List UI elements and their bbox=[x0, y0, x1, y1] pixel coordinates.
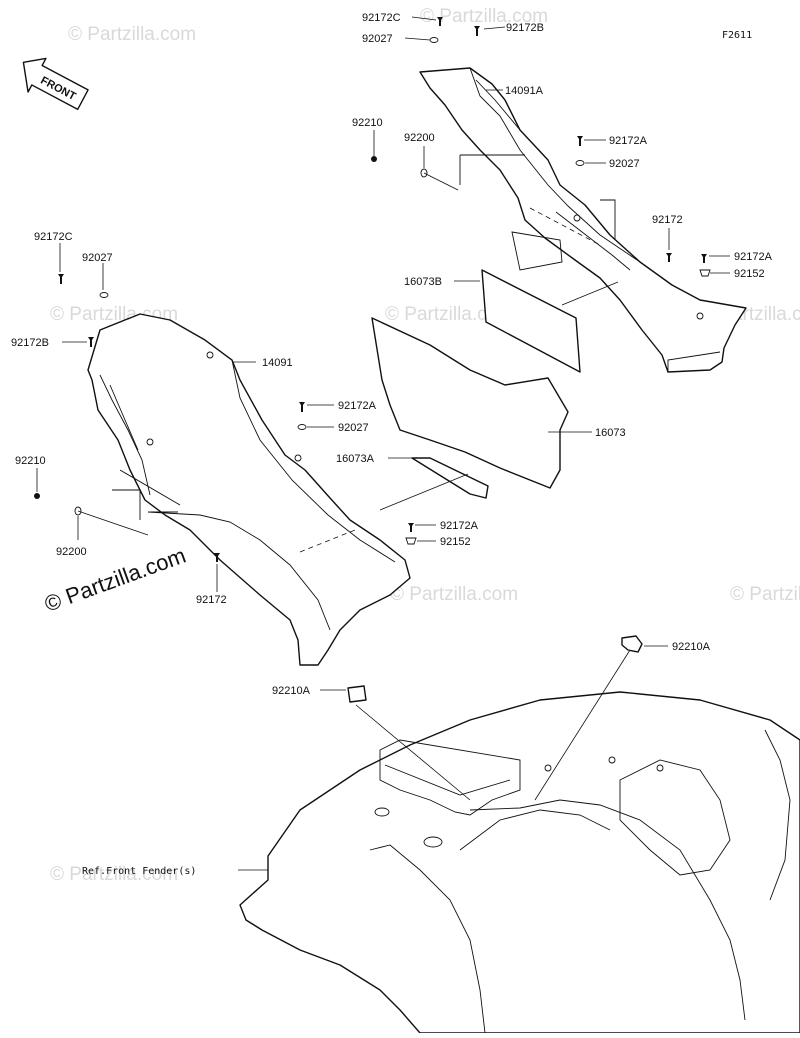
bolt-icon bbox=[437, 17, 443, 26]
clip-icon bbox=[621, 635, 643, 653]
label-92200: 92200 bbox=[56, 546, 87, 558]
figure-id: F2611 bbox=[722, 30, 752, 41]
washer-icon bbox=[99, 292, 109, 298]
bolt-icon bbox=[701, 254, 707, 263]
watermark: © Partzilla.com bbox=[385, 304, 513, 325]
hardware bbox=[34, 17, 711, 703]
watermark: © Partzilla.com bbox=[730, 584, 800, 605]
label-92027: 92027 bbox=[338, 422, 369, 434]
front-fender-reference bbox=[239, 691, 800, 1034]
label-92152: 92152 bbox=[734, 268, 765, 280]
front-arrow-icon: FRONT bbox=[22, 57, 89, 111]
label-92172C: 92172C bbox=[362, 12, 401, 24]
nut-icon bbox=[371, 156, 377, 162]
washer-icon bbox=[429, 37, 439, 43]
side-cover-right-14091A bbox=[419, 67, 747, 373]
label-92172: 92172 bbox=[652, 214, 683, 226]
decal-16073 bbox=[371, 317, 569, 489]
label-92172B: 92172B bbox=[506, 22, 544, 34]
watermark: © Partzilla.com bbox=[68, 24, 196, 45]
label-14091A: 14091A bbox=[505, 85, 544, 97]
decal-16073A bbox=[411, 457, 489, 499]
label-92172A: 92172A bbox=[338, 400, 377, 412]
washer-icon bbox=[420, 168, 428, 178]
clip-icon bbox=[347, 685, 367, 703]
watermark: © Partzilla.com bbox=[50, 864, 178, 885]
label-92172: 92172 bbox=[196, 594, 227, 606]
label-92027: 92027 bbox=[609, 158, 640, 170]
clip-nut-icon bbox=[405, 537, 417, 545]
label-14091: 14091 bbox=[262, 357, 293, 369]
label-92210: 92210 bbox=[352, 117, 383, 129]
clip-nut-icon bbox=[699, 269, 711, 277]
bolt-icon bbox=[58, 274, 64, 284]
washer-icon bbox=[74, 506, 82, 516]
label-92172A: 92172A bbox=[734, 251, 773, 263]
label-92210A: 92210A bbox=[672, 641, 711, 653]
bolt-icon bbox=[474, 26, 480, 36]
decal-16073B bbox=[481, 269, 581, 373]
leader-lines bbox=[36, 16, 730, 871]
bolt-icon bbox=[408, 523, 414, 532]
label-16073A: 16073A bbox=[336, 453, 375, 465]
bolt-icon bbox=[214, 553, 220, 562]
bolt-icon bbox=[88, 337, 94, 347]
label-92152: 92152 bbox=[440, 536, 471, 548]
label-16073: 16073 bbox=[595, 427, 626, 439]
label-92172B: 92172B bbox=[11, 337, 49, 349]
watermark: © Partzilla.com bbox=[420, 6, 548, 27]
washer-icon bbox=[297, 424, 307, 430]
label-92027: 92027 bbox=[362, 33, 393, 45]
reference-note: Ref.Front Fender(s) bbox=[82, 866, 196, 877]
watermark: © Partzilla.com bbox=[390, 584, 518, 605]
label-92210: 92210 bbox=[15, 455, 46, 467]
part-labels: 92172C 92027 92172B 14091A 92210 92200 9… bbox=[11, 12, 773, 877]
label-16073B: 16073B bbox=[404, 276, 442, 288]
bolt-icon bbox=[577, 136, 583, 146]
bolt-icon bbox=[666, 253, 672, 262]
bolt-icon bbox=[299, 402, 305, 412]
side-cover-left-14091 bbox=[87, 313, 411, 666]
label-92027: 92027 bbox=[82, 252, 113, 264]
label-92172A: 92172A bbox=[440, 520, 479, 532]
nut-icon bbox=[34, 493, 40, 499]
washer-icon bbox=[575, 160, 585, 166]
label-92210A: 92210A bbox=[272, 685, 311, 697]
label-92200: 92200 bbox=[404, 132, 435, 144]
label-92172A: 92172A bbox=[609, 135, 648, 147]
label-92172C: 92172C bbox=[34, 231, 73, 243]
